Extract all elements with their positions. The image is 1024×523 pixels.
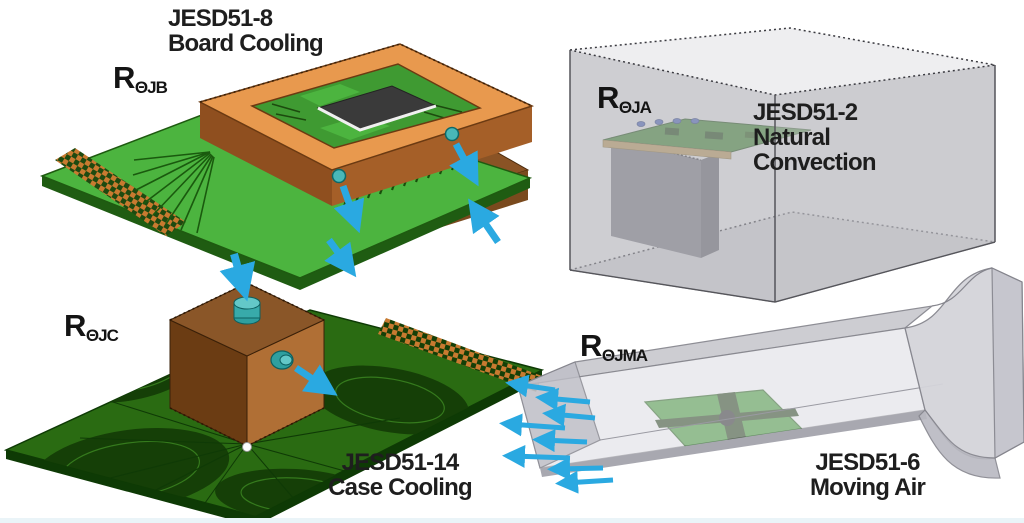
heat-arrow-icon — [219, 252, 256, 302]
case-cooling-illustration — [3, 252, 545, 523]
method-name: Case Cooling — [328, 474, 473, 501]
airflow-arrow-icon — [532, 429, 588, 453]
enclosure-walls — [569, 27, 996, 303]
airflow-arrow-icon — [555, 470, 614, 494]
heat-arrow-icon — [468, 198, 501, 244]
trace-fan — [132, 151, 215, 234]
copper-ring-fixture — [197, 43, 535, 206]
resistance-subscript: ΘJC — [85, 326, 119, 345]
board-cooling-title: JESD51-8 Board Cooling — [168, 5, 324, 57]
test-board — [39, 91, 533, 290]
heat-arrow-icon — [324, 237, 357, 278]
airflow-arrow-icon — [502, 444, 571, 468]
method-name: Moving Air — [809, 474, 926, 501]
heat-flow-arrows — [219, 252, 338, 396]
side-bolt — [270, 350, 294, 370]
natural-convection-illustration — [569, 27, 996, 303]
airflow-arrow-icon — [499, 413, 566, 437]
screw-head-icon — [444, 126, 460, 142]
standard-name: JESD51-8 — [168, 5, 273, 32]
edge-connector-fingers — [378, 318, 542, 392]
board-cooling-illustration — [39, 43, 535, 290]
resistance-subscript: ΘJB — [134, 78, 168, 97]
moving-air-illustration — [499, 267, 1024, 494]
heat-flow-arrows — [324, 126, 501, 278]
heat-arrow-icon — [333, 184, 365, 234]
resistance-symbol: R — [113, 60, 135, 95]
natural-convection-title: JESD51-2 Natural Convection — [753, 100, 876, 175]
bottom-edge-strip — [0, 518, 1024, 523]
method-name-line2: Convection — [753, 149, 876, 176]
resistance-subscript: ΘJMA — [601, 346, 648, 365]
resistance-symbol: R — [580, 328, 602, 363]
wind-tunnel — [517, 267, 1024, 479]
chip-package — [316, 85, 438, 132]
standard-name: JESD51-2 — [753, 99, 858, 126]
theta-jc-label: RΘJC — [64, 308, 119, 345]
resistance-symbol: R — [64, 308, 86, 343]
theta-jb-label: RΘJB — [113, 60, 168, 97]
top-sensor-plug — [233, 296, 261, 325]
airflow-arrow-icon — [547, 457, 604, 481]
theta-jma-label: RΘJMA — [580, 328, 648, 365]
theta-ja-label: RΘJA — [597, 80, 652, 117]
copper-case-block — [168, 282, 326, 452]
method-name-line1: Natural — [753, 124, 831, 151]
airflow-arrows — [499, 374, 614, 494]
heat-arrow-icon — [449, 142, 479, 187]
resistance-symbol: R — [597, 80, 619, 115]
case-cooling-title: JESD51-14 Case Cooling — [280, 450, 520, 500]
screw-head-icon — [331, 168, 347, 184]
heat-arrow-icon — [294, 364, 338, 396]
standard-name: JESD51-14 — [341, 449, 460, 476]
resistance-subscript: ΘJA — [618, 98, 652, 117]
thermocouple-bead — [242, 442, 252, 452]
moving-air-title: JESD51-6 Moving Air — [785, 450, 950, 500]
method-name: Board Cooling — [168, 30, 324, 57]
airflow-arrow-icon — [542, 403, 596, 427]
airflow-arrow-icon — [535, 387, 591, 411]
standard-name: JESD51-6 — [815, 449, 920, 476]
